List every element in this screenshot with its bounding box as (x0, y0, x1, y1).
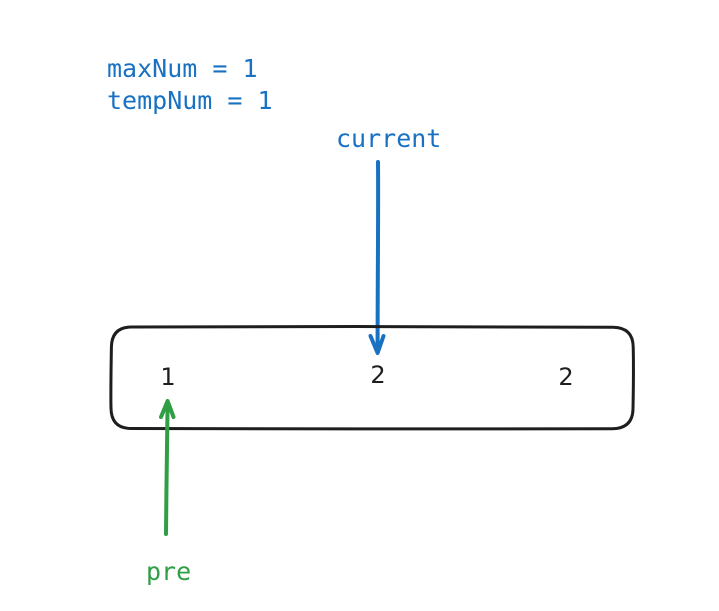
array-value-1: 2 (370, 361, 385, 389)
array-value-2: 2 (558, 363, 573, 391)
pre-arrow (159, 399, 176, 536)
current-arrow-shaft (375, 160, 381, 354)
current-pointer-label: current (336, 124, 441, 153)
pre-arrow-head (159, 399, 176, 419)
array-box (109, 325, 635, 431)
array-value-0: 1 (160, 363, 175, 391)
variable-max-num: maxNum = 1 (107, 54, 258, 83)
variable-temp-num: tempNum = 1 (107, 86, 273, 115)
pre-pointer-label: pre (146, 557, 191, 586)
current-arrow-head (368, 334, 386, 355)
current-arrow (368, 160, 386, 355)
pre-arrow-shaft (164, 400, 170, 536)
